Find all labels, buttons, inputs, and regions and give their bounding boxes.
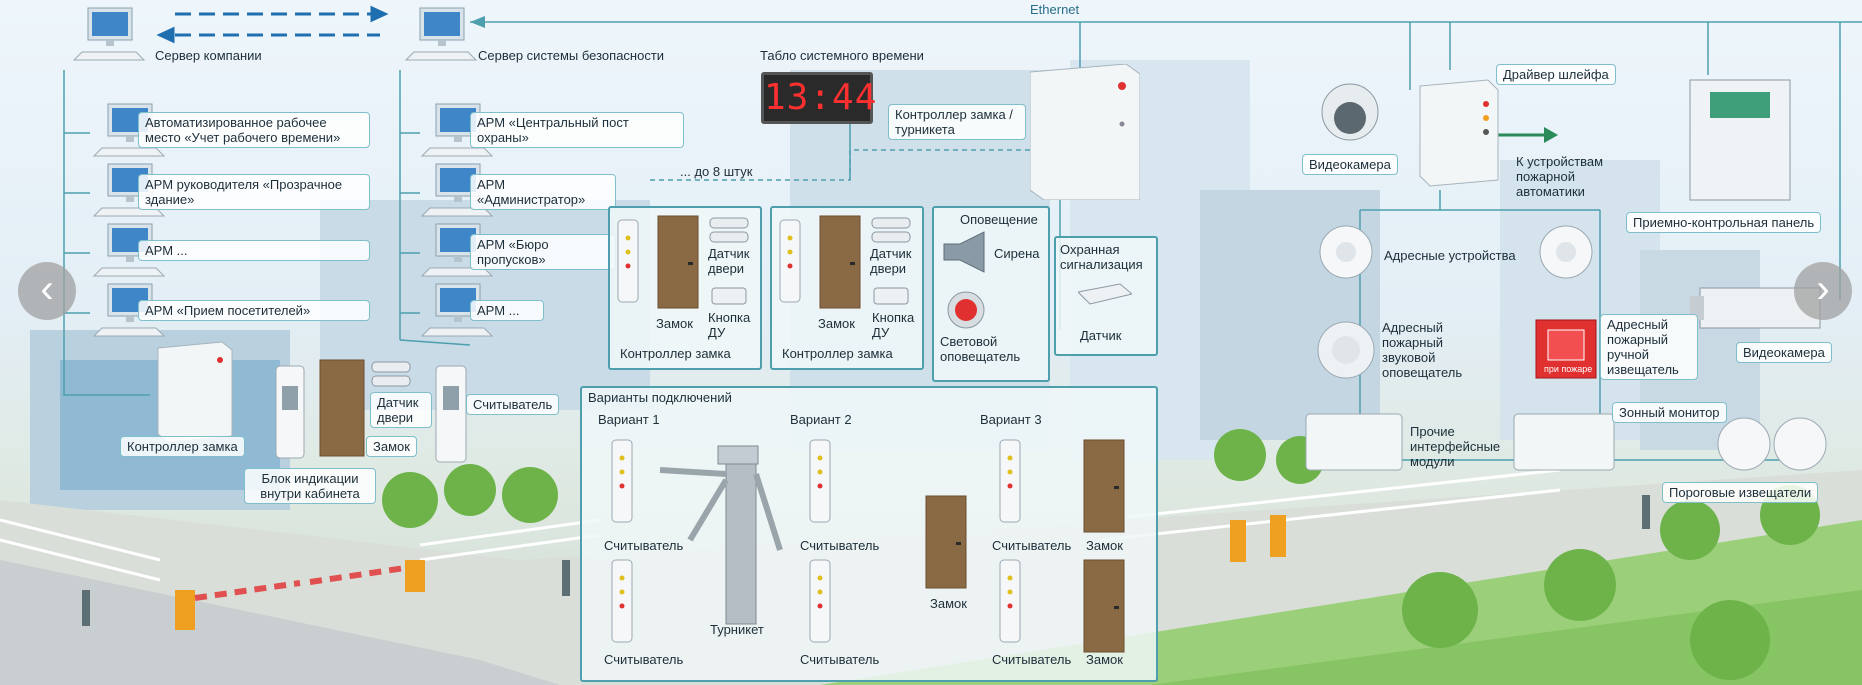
up-to-8-label: ... до 8 штук: [680, 164, 753, 179]
remote-button-label: Кнопка ДУ: [872, 310, 915, 340]
arm-label: АРМ ...: [477, 303, 520, 318]
arm-label: АРМ «Бюро пропусков»: [477, 237, 549, 267]
arm-pass-office: АРМ «Бюро пропусков»: [470, 234, 616, 270]
video-camera-2-label: Видеокамера: [1736, 342, 1832, 363]
security-alarm-panel: [1054, 236, 1158, 356]
arm-visitors: АРМ «Прием посетителей»: [138, 300, 370, 321]
door-sensor-label: Датчик двери: [708, 246, 750, 276]
door-sensor-label: Датчик двери: [870, 246, 912, 276]
threshold-detectors-label: Пороговые извещатели: [1662, 482, 1819, 503]
arm-label: АРМ «Центральный пост охраны»: [477, 115, 629, 145]
label: Адресный пожарный ручной извещатель: [1607, 317, 1679, 377]
arm-label: АРМ «Прием посетителей»: [145, 303, 311, 318]
office-controller-label: Контроллер замка: [120, 436, 245, 457]
label: Контроллер замка / турникета: [895, 107, 1013, 137]
variant-3-label: Вариант 3: [980, 412, 1042, 427]
arm-time-tracking: Автоматизированное рабочее место «Учет р…: [138, 112, 370, 148]
control-panel-label: Приемно-контрольная панель: [1626, 212, 1822, 233]
notification-title: Оповещение: [960, 212, 1038, 227]
office-door-sensor-label: Датчик двери: [370, 392, 432, 428]
turnstile-label: Турникет: [710, 622, 764, 637]
arm-admin: АРМ «Администратор»: [470, 174, 616, 210]
arm-other: АРМ ...: [138, 240, 370, 261]
variants-panel: [580, 386, 1158, 682]
security-alarm-title: Охранная сигнализация: [1060, 242, 1143, 272]
arm-label: АРМ руководителя «Прозрачное здание»: [145, 177, 343, 207]
controller-lock-title: Контроллер замка: [782, 346, 893, 361]
office-reader-label: Считыватель: [466, 394, 560, 415]
arm-label: АРМ «Администратор»: [477, 177, 586, 207]
label: Блок индикации внутри кабинета: [260, 471, 360, 501]
main-controller-box: [1030, 64, 1140, 200]
label: Датчик двери: [377, 395, 419, 425]
alarm-sensor-icon: [1078, 283, 1132, 305]
variant-reader-label: Считыватель: [992, 652, 1072, 667]
siren-label: Сирена: [994, 246, 1040, 261]
addr-manual-label: Адресный пожарный ручной извещатель: [1600, 314, 1698, 380]
manual-alarm-text: при пожаре: [1544, 364, 1593, 374]
variant-reader-label: Считыватель: [604, 538, 684, 553]
clock-title: Табло системного времени: [760, 48, 924, 63]
company-server-label: Сервер компании: [155, 48, 262, 63]
variant-2-label: Вариант 2: [790, 412, 852, 427]
system-clock: 13:44: [761, 72, 876, 124]
to-fire-automation-label: К устройствам пожарной автоматики: [1516, 154, 1604, 199]
variant-reader-label: Считыватель: [800, 538, 880, 553]
lock-label: Замок: [656, 316, 693, 331]
chevron-left-icon: ‹: [40, 267, 54, 311]
addr-sound-label: Адресный пожарный звуковой оповещатель: [1382, 320, 1463, 380]
light-alarm-icon: [947, 291, 985, 329]
video-camera-1-label: Видеокамера: [1302, 154, 1398, 175]
security-server-label: Сервер системы безопасности: [478, 48, 665, 63]
variant-reader-label: Считыватель: [604, 652, 684, 667]
variant-lock-label: Замок: [1086, 538, 1123, 553]
alarm-sensor-label: Датчик: [1080, 328, 1122, 343]
variant-reader-label: Считыватель: [800, 652, 880, 667]
notification-panel: [932, 206, 1050, 382]
remote-button-label: Кнопка ДУ: [708, 310, 751, 340]
carousel-next-button[interactable]: ›: [1794, 262, 1852, 320]
other-modules-label: Прочие интерфейсные модули: [1410, 424, 1501, 469]
arm-label: АРМ ...: [145, 243, 188, 258]
indication-block-label: Блок индикации внутри кабинета: [244, 468, 376, 504]
controller-lock-title: Контроллер замка: [620, 346, 731, 361]
loop-driver-label: Драйвер шлейфа: [1496, 64, 1616, 85]
variant-1-label: Вариант 1: [598, 412, 660, 427]
ethernet-label: Ethernet: [1030, 2, 1080, 17]
carousel-prev-button[interactable]: ‹: [18, 262, 76, 320]
lock-label: Замок: [818, 316, 855, 331]
zone-monitor-label: Зонный монитор: [1612, 402, 1727, 423]
light-alarm-label: Световой оповещатель: [940, 334, 1021, 364]
lock-turnstile-controller-label: Контроллер замка / турникета: [888, 104, 1026, 140]
variant-reader-label: Считыватель: [992, 538, 1072, 553]
chevron-right-icon: ›: [1816, 267, 1830, 311]
variant-lock-label: Замок: [930, 596, 967, 611]
arm-director: АРМ руководителя «Прозрачное здание»: [138, 174, 370, 210]
arm-more: АРМ ...: [470, 300, 544, 321]
variant-lock-label: Замок: [1086, 652, 1123, 667]
office-lock-label: Замок: [366, 436, 417, 457]
arm-central-post: АРМ «Центральный пост охраны»: [470, 112, 684, 148]
siren-icon: [943, 231, 985, 273]
arm-label: Автоматизированное рабочее место «Учет р…: [145, 115, 341, 145]
variants-title: Варианты подключений: [588, 390, 732, 405]
addr-devices-label: Адресные устройства: [1384, 248, 1516, 263]
